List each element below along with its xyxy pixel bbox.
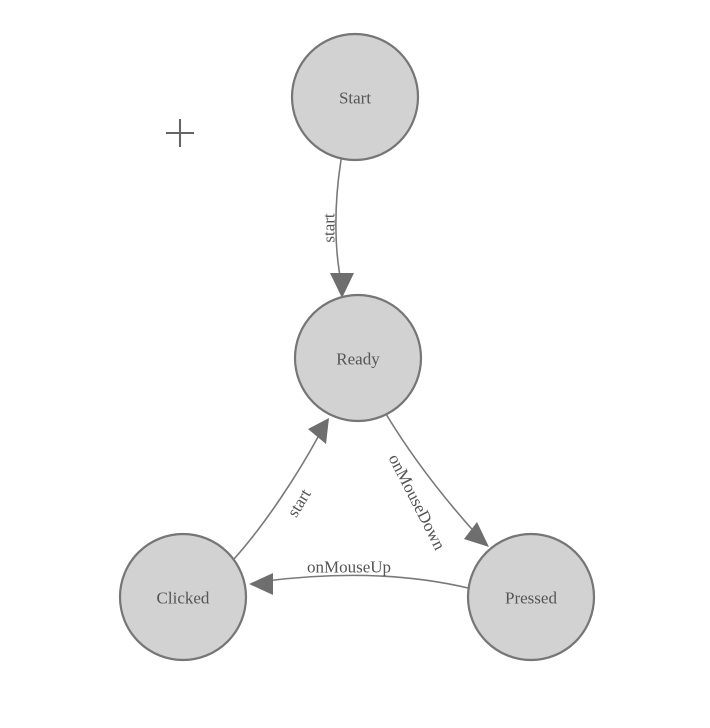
edge-pressed-to-clicked[interactable]: onMouseUp — [249, 558, 469, 596]
edge-label-ready-to-pressed: onMouseDown — [385, 451, 450, 553]
arrow-head-icon — [308, 418, 329, 444]
node-circle[interactable] — [290, 32, 420, 162]
edge-label-clicked-to-ready: start — [283, 485, 315, 520]
node-circle[interactable] — [466, 532, 596, 662]
edge-label-start-to-ready: start — [320, 213, 339, 243]
node-clicked[interactable]: Clicked — [118, 532, 248, 662]
edge-ready-to-pressed[interactable]: onMouseDown — [385, 413, 489, 553]
node-pressed[interactable]: Pressed — [466, 532, 596, 662]
node-label-clicked: Clicked — [157, 589, 210, 608]
edge-line — [265, 574, 469, 589]
node-circle[interactable] — [118, 532, 248, 662]
node-start[interactable]: Start — [290, 32, 420, 162]
edge-line — [385, 413, 479, 537]
node-ready[interactable]: Ready — [293, 293, 423, 423]
edge-line — [233, 436, 319, 560]
node-circle[interactable] — [293, 293, 423, 423]
arrow-head-icon — [330, 273, 354, 298]
arrow-head-icon — [249, 573, 273, 595]
arrow-head-icon — [464, 522, 489, 547]
node-label-pressed: Pressed — [505, 589, 557, 608]
node-label-start: Start — [339, 89, 371, 108]
plus-marker — [166, 119, 194, 147]
edge-start-to-ready[interactable]: start — [320, 159, 355, 298]
node-label-ready: Ready — [336, 350, 380, 369]
edge-clicked-to-ready[interactable]: start — [233, 418, 329, 560]
edge-label-pressed-to-clicked: onMouseUp — [307, 558, 391, 577]
